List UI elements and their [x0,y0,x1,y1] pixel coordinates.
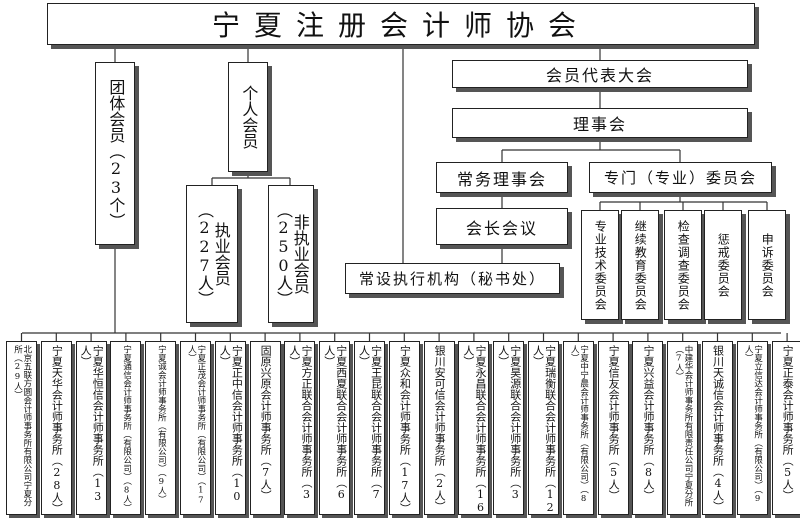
committee-inspection: 检查调查委员会 [664,210,702,320]
association-title: 宁夏注册会计师协会 [47,3,755,45]
member-firm-name: 宁夏昊源联合会计师事务所（3人） [496,345,522,501]
member-firm-box: 宁夏永昌联合会计师事务所（16人） [458,341,490,515]
member-firm-name: 中建华会计师事务所有限责任公司宁夏分所（7人） [673,345,694,507]
member-firm-name: 宁夏西夏联合会计师事务所（6人） [322,345,348,501]
council-box: 理事会 [452,108,748,138]
member-firm-name: 固原兴原会计师事务所（7人） [259,345,273,501]
non-practicing-members-box: 非执业会员（250人） [268,185,314,323]
member-firm-box: 银川安可信会计师事务所（2人） [423,341,455,515]
member-firm-box: 宁夏瑞衡联合会计师事务所（12人） [528,341,559,515]
member-firm-name: 北京五联方圆会计师事务所有限公司宁夏分所（29人） [12,345,32,507]
member-firm-name: 银川安可信会计师事务所（2人） [433,345,447,512]
member-firm-box: 宁夏中宁晨会计师事务所（有限公司）（8人） [562,341,594,515]
member-firm-name: 宁夏立信达会计师事务所（有限公司）（9人） [743,345,763,504]
member-firm-box: 宁夏天华会计师事务所（28人） [40,341,72,515]
committee-technical: 专业技术委员会 [581,210,619,320]
member-firm-box: 宁夏昊源联合会计师事务所（3人） [493,341,525,515]
member-firm-name: 宁夏信友会计师事务所（5人） [607,345,621,501]
member-firm-name: 宁夏华恒信会计师事务所（13人） [79,345,105,503]
member-firm-box: 宁夏正泰会计师事务所（5人） [771,341,800,515]
member-firm-box: 固原兴原会计师事务所（7人） [249,341,281,515]
secretariat-box: 常设执行机构（秘书处） [345,263,560,294]
congress-box: 会员代表大会 [452,60,748,88]
member-firm-name: 宁夏中宁晨会计师事务所（有限公司）（8人） [569,345,589,504]
president-meeting-box: 会长会议 [436,208,568,245]
member-firm-name: 宁夏正泰会计师事务所（5人） [781,345,795,501]
member-firm-box: 银川天诚信会计师事务所（4人） [702,341,733,515]
member-firm-name: 宁夏王昆联合会计师事务所（7人） [357,345,383,501]
member-firm-box: 中建华会计师事务所有限责任公司宁夏分所（7人） [667,341,699,515]
member-firm-box: 宁夏王昆联合会计师事务所（7人） [354,341,385,515]
group-members-box: 团体会员（23个） [95,62,135,245]
member-firm-box: 宁夏众和会计师事务所（17人） [388,341,420,515]
member-firm-name: 宁夏通信会计师事务所（有限公司）（8人） [121,345,132,513]
member-firm-box: 宁夏立信达会计师事务所（有限公司）（9人） [736,341,768,515]
member-firm-box: 宁夏诚会计师事务所（有限公司）（9人） [145,341,177,515]
practicing-members-box: 执业会员（227人） [186,185,238,323]
member-firm-name: 宁夏正中信会计师事务所（10人） [218,345,244,503]
member-firm-name: 宁夏众和会计师事务所（17人） [398,345,412,514]
member-firm-box: 宁夏通信会计师事务所（有限公司）（8人） [110,341,142,515]
standing-council-box: 常务理事会 [436,162,568,193]
special-committees-box: 专门（专业）委员会 [589,162,772,193]
individual-members-box: 个人会员 [228,62,268,172]
member-firm-name: 银川天诚信会计师事务所（4人） [711,345,725,512]
member-firm-box: 宁夏兴益会计师事务所（8人） [632,341,664,515]
member-firm-name: 宁夏正茂会计师事务所（有限公司）（17人） [186,345,206,506]
member-firm-box: 宁夏信友会计师事务所（5人） [597,341,629,515]
committee-education: 继续教育委员会 [621,210,659,320]
member-firm-name: 宁夏方正联合会计师事务所（3人） [287,345,313,501]
member-firm-name: 宁夏天华会计师事务所（28人） [50,345,64,514]
member-firm-name: 宁夏兴益会计师事务所（8人） [641,345,655,501]
member-firm-name: 宁夏永昌联合会计师事务所（16人） [461,345,487,514]
committee-discipline: 惩戒委员会 [704,210,742,320]
committee-appeal: 申诉委员会 [748,210,786,320]
member-firm-box: 宁夏方正联合会计师事务所（3人） [284,341,316,515]
member-firm-box: 宁夏华恒信会计师事务所（13人） [75,341,107,515]
member-firm-name: 宁夏诚会计师事务所（有限公司）（9人） [156,345,167,504]
member-firm-box: 宁夏正中信会计师事务所（10人） [214,341,246,515]
member-firm-box: 宁夏西夏联合会计师事务所（6人） [319,341,351,515]
member-firm-box: 宁夏正茂会计师事务所（有限公司）（17人） [180,341,211,515]
member-firm-name: 宁夏瑞衡联合会计师事务所（12人） [531,345,557,514]
member-firm-box: 北京五联方圆会计师事务所有限公司宁夏分所（29人） [6,341,37,515]
